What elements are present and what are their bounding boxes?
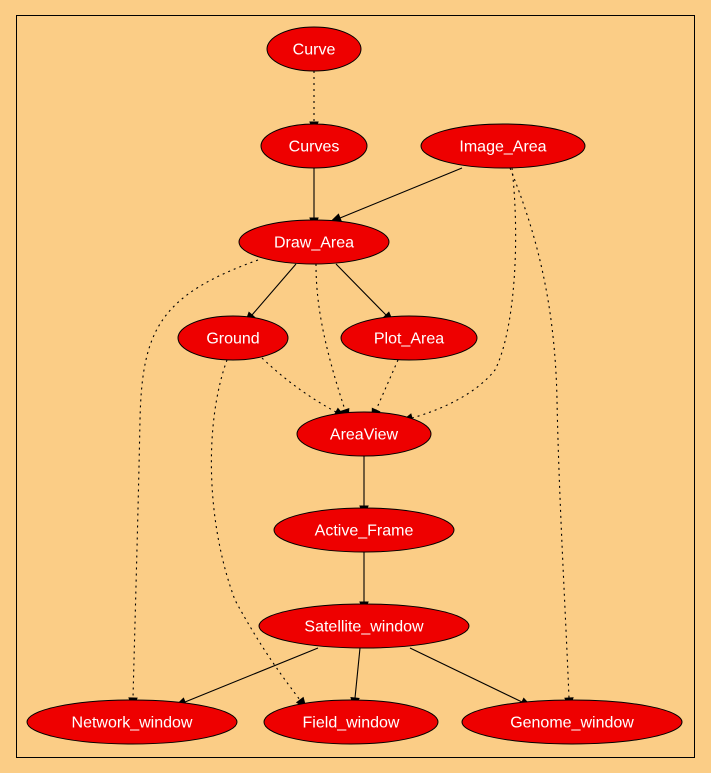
node-shape <box>266 26 362 72</box>
node-shape <box>258 603 470 649</box>
edge-image-area-to-areaview <box>401 167 517 423</box>
edge-curve-to-curves <box>309 71 319 134</box>
node-label: Satellite_window <box>304 619 424 636</box>
node-label: Curve <box>293 42 336 59</box>
edge-satellite-window-to-genome-window <box>409 647 533 707</box>
node-network-window: Network_window <box>26 699 238 745</box>
node-label: Network_window <box>72 715 193 732</box>
node-shape <box>461 699 683 745</box>
node-label: Plot_Area <box>374 331 444 348</box>
node-shape <box>420 123 586 169</box>
node-image-area: Image_Area <box>420 123 586 169</box>
edge-ground-to-areaview <box>261 357 346 418</box>
edge-areaview-to-active-frame <box>359 456 369 518</box>
edge-curves-to-draw-area <box>309 168 319 230</box>
edge-plot-area-to-areaview <box>371 359 399 421</box>
node-satellite-window: Satellite_window <box>258 603 470 649</box>
node-plot-area: Plot_Area <box>340 315 478 361</box>
node-active-frame: Active_Frame <box>273 507 455 553</box>
node-label: Draw_Area <box>274 235 354 252</box>
node-shape <box>26 699 238 745</box>
edge-active-frame-to-satellite-window <box>359 552 369 614</box>
node-label: AreaView <box>330 427 399 444</box>
node-shape <box>260 123 368 169</box>
node-field-window: Field_window <box>263 699 439 745</box>
node-label: Ground <box>206 331 259 348</box>
node-label: Active_Frame <box>315 523 414 540</box>
edge-draw-area-to-plot-area <box>335 263 394 324</box>
node-curves: Curves <box>260 123 368 169</box>
node-genome-window: Genome_window <box>461 699 683 745</box>
edge-satellite-window-to-network-window <box>174 647 319 707</box>
node-shape <box>238 219 390 265</box>
node-ground: Ground <box>177 315 289 361</box>
edge-draw-area-to-ground <box>244 263 297 324</box>
node-areaview: AreaView <box>296 411 432 457</box>
node-curve: Curve <box>266 26 362 72</box>
node-shape <box>177 315 289 361</box>
node-shape <box>340 315 478 361</box>
node-label: Genome_window <box>510 715 634 732</box>
edge-satellite-window-to-field-window <box>350 647 361 710</box>
node-label: Curves <box>289 139 340 156</box>
node-shape <box>263 699 439 745</box>
node-label: Image_Area <box>459 139 546 156</box>
node-shape <box>273 507 455 553</box>
edge-image-area-to-draw-area <box>329 167 463 223</box>
node-shape <box>296 411 432 457</box>
node-draw-area: Draw_Area <box>238 219 390 265</box>
edge-image-area-to-genome-window <box>509 167 574 710</box>
node-label: Field_window <box>303 715 400 732</box>
graph-frame <box>16 15 695 758</box>
